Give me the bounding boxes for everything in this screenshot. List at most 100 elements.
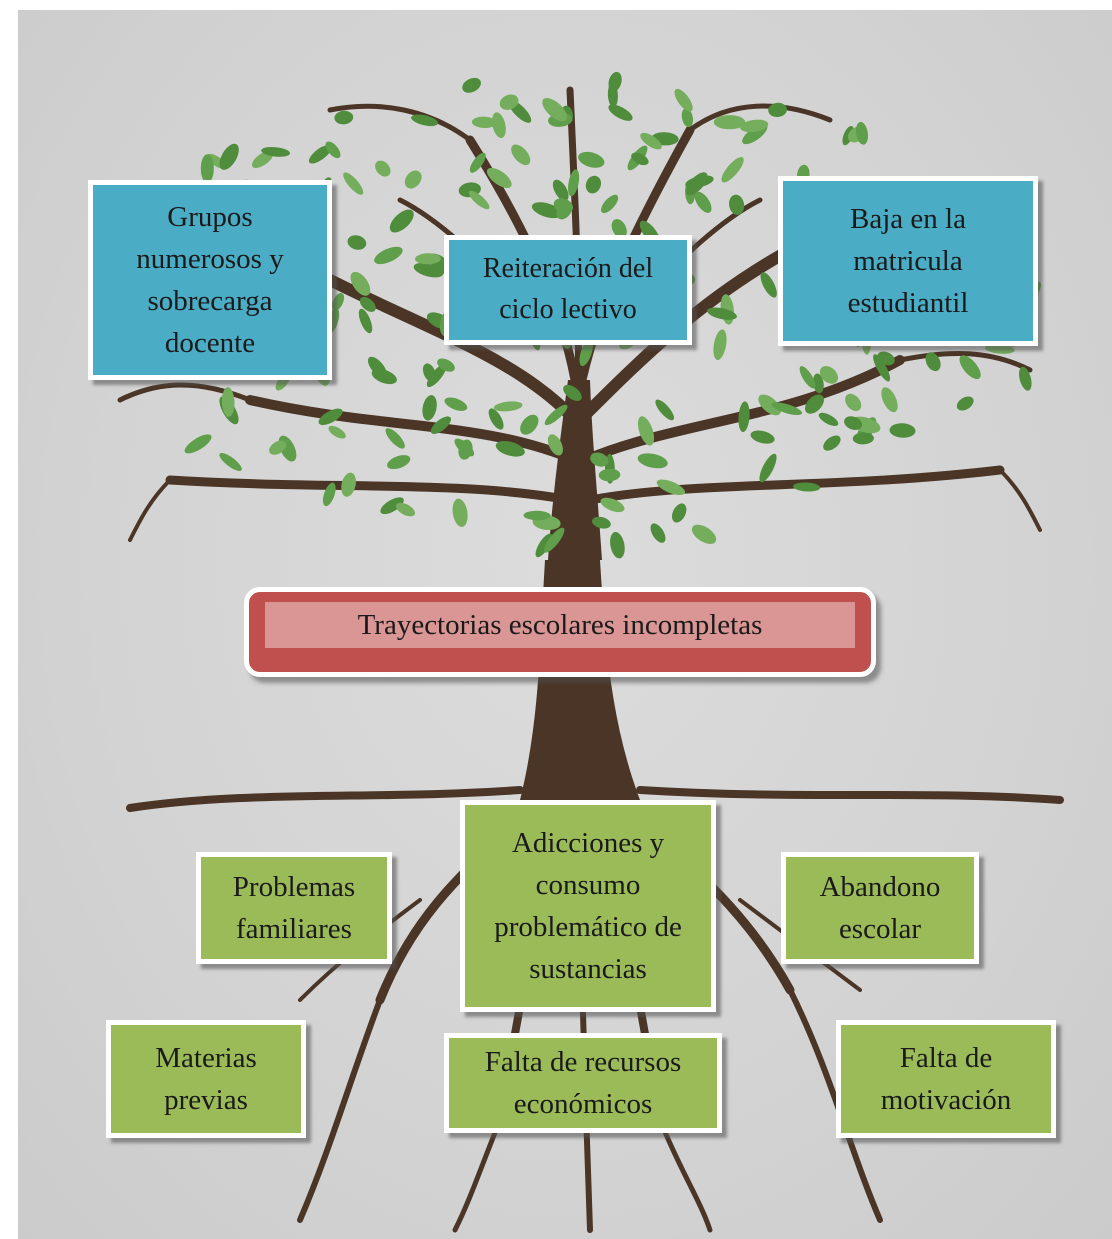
tree-leaf (852, 432, 874, 445)
tree-leaf (219, 453, 242, 471)
tree-leaf (713, 329, 727, 361)
tree-leaf (819, 366, 839, 384)
tree-root (657, 1117, 713, 1233)
tree-leaf (873, 354, 891, 382)
tree-leaf (956, 396, 974, 411)
tree-leaf (325, 141, 341, 159)
cause-label: Adicciones y consumo problemático de sus… (494, 826, 682, 986)
cause-label: Materias previas (155, 1041, 257, 1116)
tree-leaf (430, 416, 452, 434)
tree-leaf (681, 108, 694, 128)
tree-leaf (488, 408, 504, 430)
tree-root (126, 786, 524, 812)
tree-branch (580, 355, 905, 465)
tree-leaf (844, 416, 863, 430)
tree-leaf (318, 408, 343, 425)
cause-label: Problemas familiares (232, 870, 356, 945)
tree-leaf (347, 235, 367, 250)
tree-leaf (328, 425, 346, 439)
tree-leaf (729, 194, 745, 215)
tree-branch (327, 103, 473, 143)
tree-leaf (332, 292, 345, 311)
tree-leaf (650, 523, 666, 543)
tree-leaf (568, 169, 580, 197)
tree-leaf (740, 119, 769, 133)
tree-leaf (750, 430, 775, 444)
tree-leaf (334, 110, 354, 125)
tree-leaf (598, 468, 621, 482)
tree-leaf (308, 144, 332, 164)
tree-leaf (758, 394, 781, 416)
tree-leaf (771, 402, 803, 416)
tree-leaf (261, 146, 291, 157)
tree-leaf (200, 154, 214, 184)
tree-leaf (1019, 366, 1032, 391)
tree-leaf (563, 384, 582, 401)
tree-leaf (768, 102, 787, 118)
tree-leaf (219, 143, 239, 170)
tree-leaf (805, 394, 824, 414)
tree-branch (245, 395, 580, 465)
tree-leaf (738, 401, 750, 433)
tree-leaf (759, 453, 777, 483)
tree-leaf (411, 114, 439, 127)
tree-leaf (341, 472, 356, 497)
tree-leaf (426, 364, 447, 388)
tree-leaf (553, 198, 574, 214)
consequence-box: Grupos numerosos y sobrecarga docente (88, 180, 332, 380)
tree-leaf (359, 296, 376, 312)
central-problem-label: Trayectorias escolares incompletas (265, 602, 855, 648)
tree-leaf (707, 307, 737, 320)
tree-leaf (520, 414, 539, 435)
tree-leaf (579, 338, 594, 367)
tree-leaf (590, 452, 609, 467)
tree-leaf (469, 152, 486, 173)
tree-leaf (371, 368, 397, 385)
tree-leaf (269, 440, 287, 455)
tree-branch (687, 103, 833, 133)
tree-leaf (452, 498, 468, 527)
tree-leaf (322, 482, 336, 507)
tree-leaf (691, 524, 717, 544)
tree-root (452, 1117, 503, 1233)
tree-leaf (184, 434, 212, 454)
tree-leaf (221, 387, 235, 417)
tree-leaf (845, 393, 862, 411)
consequence-label: Grupos numerosos y sobrecarga docente (136, 200, 284, 360)
tree-leaf (713, 115, 746, 130)
tree-leaf (552, 179, 569, 201)
tree-leaf (380, 497, 404, 515)
consequence-box: Reiteración del ciclo lectivo (444, 235, 692, 345)
tree-leaf (959, 355, 981, 380)
tree-leaf (671, 503, 687, 523)
tree-leaf (799, 366, 816, 389)
tree-leaf (544, 404, 568, 426)
tree-leaf (471, 116, 497, 129)
cause-box: Abandono escolar (781, 852, 979, 964)
tree-leaf (608, 104, 633, 121)
tree-leaf (823, 435, 841, 451)
tree-leaf (721, 156, 744, 183)
central-problem-box: Trayectorias escolares incompletas (244, 587, 876, 677)
tree-leaf (535, 533, 553, 558)
tree-leaf (881, 387, 898, 413)
tree-leaf (422, 395, 437, 421)
tree-leaf (855, 121, 869, 145)
tree-branch (897, 350, 1033, 373)
tree-leaf (493, 401, 523, 412)
tree-leaf (523, 510, 551, 521)
tree-leaf (486, 167, 512, 188)
tree-leaf (444, 397, 468, 411)
tree-leaf (511, 144, 531, 166)
tree-leaf (631, 152, 649, 166)
cause-box: Falta de recursos económicos (444, 1033, 722, 1133)
tree-branch (165, 475, 575, 505)
tree-leaf (437, 358, 455, 372)
tree-leaf (694, 191, 712, 213)
tree-leaf (640, 132, 662, 150)
tree-leaf (374, 246, 403, 265)
tree-leaf (637, 416, 655, 446)
tree-leaf (813, 373, 824, 394)
tree-leaf (395, 502, 416, 517)
